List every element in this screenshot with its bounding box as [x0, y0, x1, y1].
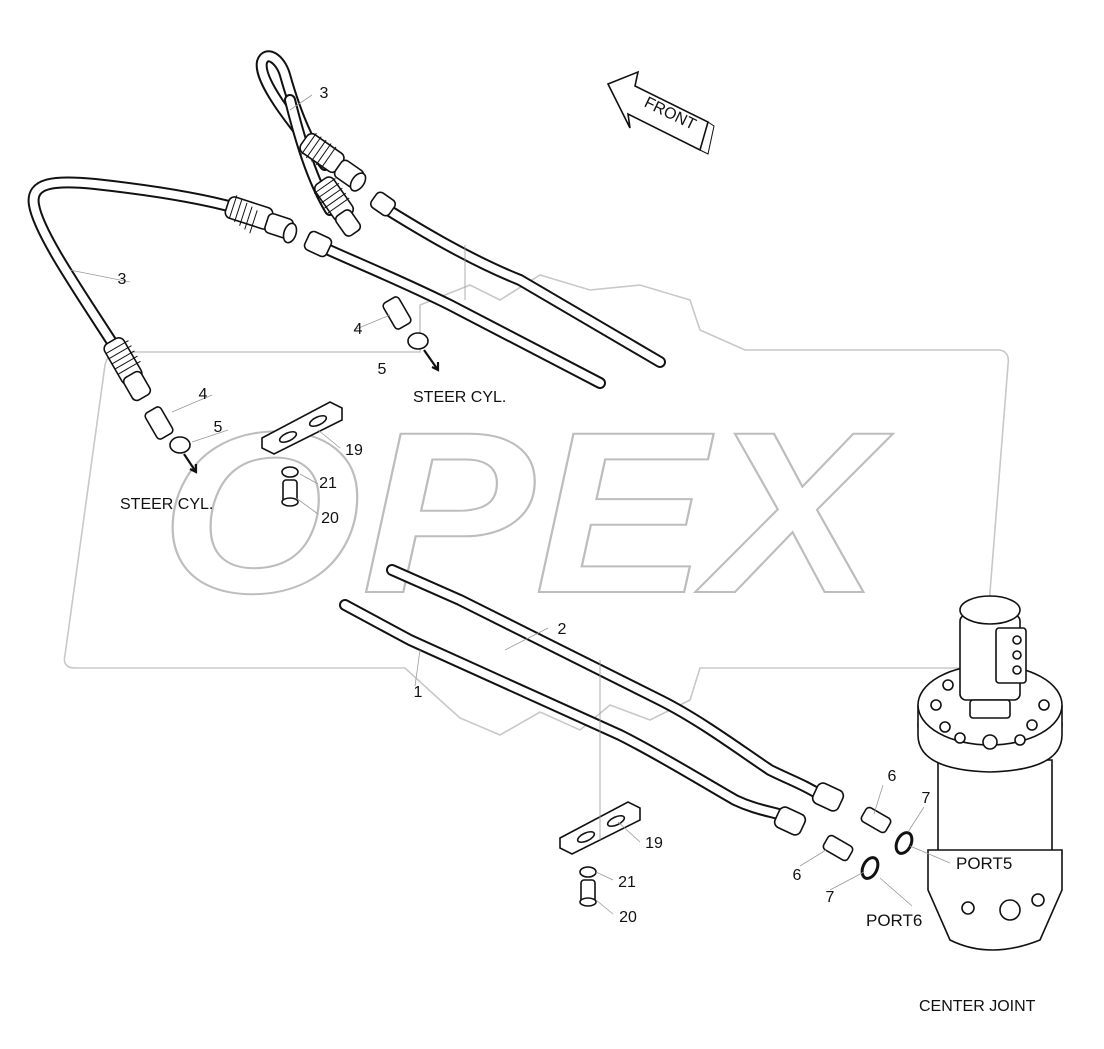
- o-ring-5-left: [169, 436, 191, 454]
- o-ring-5-mid: [407, 332, 429, 350]
- callout-4-left: 4: [199, 386, 208, 403]
- clamp-19-top: [261, 401, 343, 455]
- arrow-left-icon: [183, 453, 198, 474]
- callout-1: 1: [414, 684, 423, 701]
- callout-20-top: 20: [321, 510, 339, 527]
- callout-21-bottom: 21: [618, 874, 636, 891]
- o-ring-7-lower: [860, 856, 880, 880]
- front-arrow-icon: [606, 70, 709, 152]
- washer-21-top: [281, 466, 299, 478]
- arrow-mid-icon: [423, 349, 440, 372]
- callout-20-bottom: 20: [619, 909, 637, 926]
- hose-3-left-fitting-top: [224, 195, 298, 244]
- note-port6: PORT6: [866, 911, 922, 930]
- front-direction-arrow: FRONT: [606, 70, 715, 155]
- note-steer-cyl-left: STEER CYL.: [120, 496, 213, 513]
- opex-watermark: OPEX: [63, 274, 1010, 736]
- center-joint-bolt-holes: [930, 679, 1050, 750]
- o-ring-7-upper: [894, 831, 914, 855]
- center-joint: [917, 595, 1063, 951]
- callout-3-top: 3: [320, 85, 329, 102]
- hose-3-top-fitting-b: [313, 176, 362, 237]
- hose-3-left-fitting-bottom: [103, 336, 152, 402]
- callout-2: 2: [558, 621, 567, 638]
- lower-tubes: [339, 564, 845, 836]
- hose-3-top: [255, 50, 367, 237]
- callout-numbers: 3 3 4 5 4 5 19 21 20 2 1 6 7 19 6 21 7 2…: [118, 85, 931, 926]
- note-port5: PORT5: [956, 854, 1012, 873]
- fitting-6-upper: [860, 806, 892, 834]
- fitting-4-mid: [382, 296, 412, 330]
- bolt-20-top: [281, 479, 299, 507]
- note-steer-cyl-right: STEER CYL.: [413, 389, 506, 406]
- watermark-gear: [63, 274, 1010, 736]
- leader-lines: [69, 94, 951, 915]
- fitting-6-lower: [822, 834, 854, 862]
- callout-5-left: 5: [214, 419, 223, 436]
- bolt-20-bottom: [579, 879, 597, 907]
- callout-6-lower: 6: [793, 867, 802, 884]
- note-center-joint: CENTER JOINT: [919, 998, 1036, 1015]
- watermark-text: OPEX: [160, 384, 893, 641]
- callout-21-top: 21: [319, 475, 337, 492]
- callout-19-bottom: 19: [645, 835, 663, 852]
- callout-7-upper: 7: [922, 790, 931, 807]
- notes: STEER CYL. STEER CYL. PORT5 PORT6 CENTER…: [120, 389, 1036, 1015]
- callout-5-mid: 5: [378, 361, 387, 378]
- washer-21-bottom: [579, 866, 597, 878]
- callout-6-upper: 6: [888, 768, 897, 785]
- hose-3-top-fitting-a: [299, 132, 367, 192]
- callout-3-left: 3: [118, 271, 127, 288]
- hose-3-left: [27, 176, 298, 402]
- fitting-4-left: [144, 406, 174, 440]
- callout-4-mid: 4: [354, 321, 363, 338]
- upper-tubes: [303, 191, 666, 389]
- callout-19-top: 19: [345, 442, 363, 459]
- callout-7-lower: 7: [826, 889, 835, 906]
